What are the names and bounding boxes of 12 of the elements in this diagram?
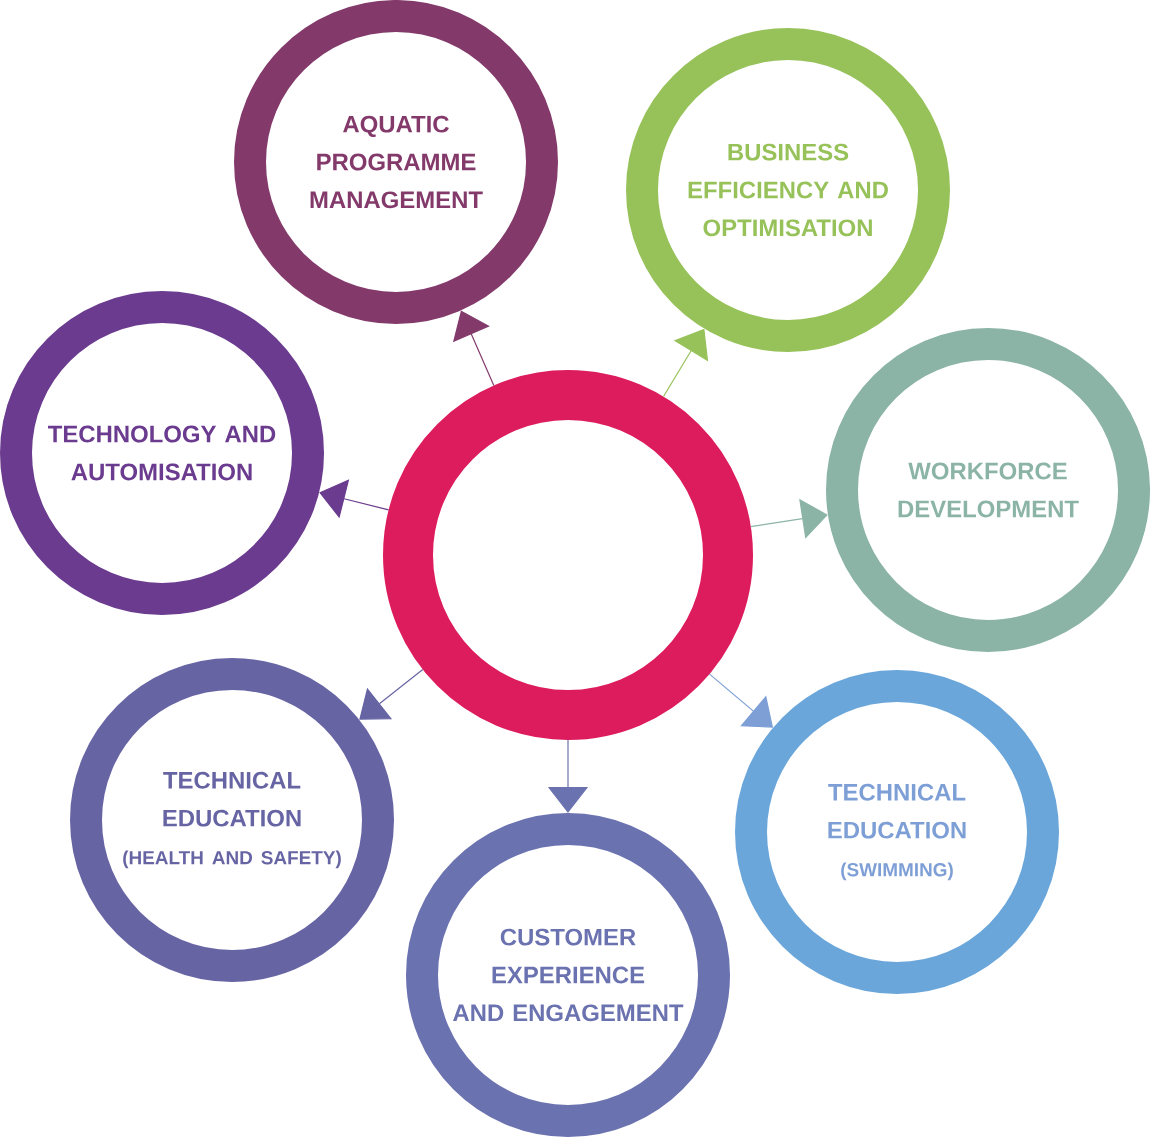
circle-node: TECHNICAL EDUCATION (HEALTH AND SAFETY) <box>70 658 394 982</box>
arrow <box>662 328 709 398</box>
arrow <box>359 668 424 720</box>
circle-node: CUSTOMER EXPERIENCE AND ENGAGEMENT <box>406 813 730 1137</box>
arrow <box>319 479 390 519</box>
arrow <box>452 310 495 387</box>
circle-node: TECHNOLOGY AND AUTOMISATION <box>0 291 324 615</box>
circle-node: TECHNICAL EDUCATION (SWIMMING) <box>735 670 1059 994</box>
circle-node: BUSINESS EFFICIENCY AND OPTIMISATION <box>626 28 950 352</box>
circle-node: WORKFORCE DEVELOPMENT <box>826 328 1150 652</box>
circle-node: AQUATIC PROGRAMME MANAGEMENT <box>234 0 558 324</box>
ring <box>383 370 753 740</box>
